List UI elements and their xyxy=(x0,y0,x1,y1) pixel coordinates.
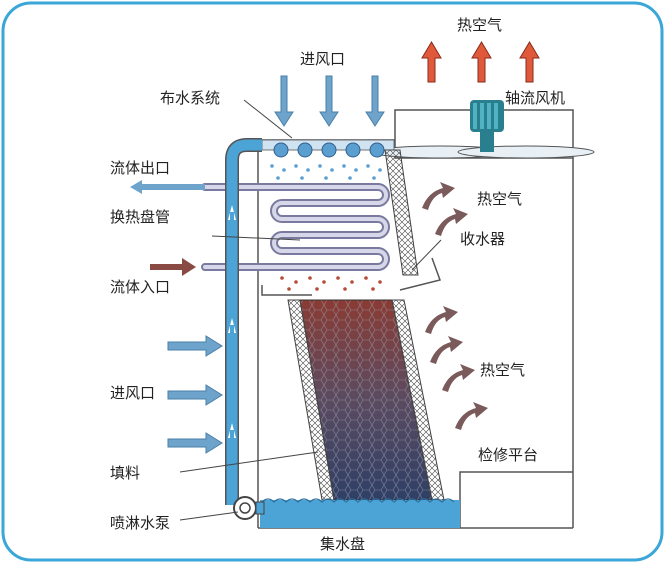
label-fluid-inlet: 流体入口 xyxy=(110,278,170,296)
air-inlet-arrows-side xyxy=(167,335,223,454)
hot-air-arrows-top xyxy=(421,41,540,83)
water-distribution-system xyxy=(261,139,395,158)
axial-fan xyxy=(371,100,595,159)
air-inlet-arrows-top xyxy=(274,75,385,127)
label-service-platform: 检修平台 xyxy=(478,446,538,464)
label-axial-fan: 轴流风机 xyxy=(505,89,565,107)
fluid-outlet-arrow xyxy=(130,180,205,194)
label-hot-air-top: 热空气 xyxy=(457,16,502,34)
label-drift-eliminator: 收水器 xyxy=(460,230,505,248)
label-heat-exchange-coil: 换热盘管 xyxy=(110,208,170,226)
drift-eliminator xyxy=(384,149,419,276)
label-hot-air-low: 热空气 xyxy=(480,361,525,379)
spray-pump xyxy=(233,496,265,520)
label-fluid-outlet: 流体出口 xyxy=(110,159,170,177)
fluid-inlet-arrow xyxy=(150,258,196,276)
water-droplets-warm xyxy=(280,276,382,291)
label-air-inlet-top: 进风口 xyxy=(300,50,345,68)
water-basin xyxy=(260,498,460,528)
spray-water-riser-pipe xyxy=(225,138,262,505)
hot-air-curved-arrows xyxy=(422,182,488,430)
label-air-inlet-side: 进风口 xyxy=(110,384,155,402)
label-water-distribution: 布水系统 xyxy=(160,89,220,107)
label-water-basin: 集水盘 xyxy=(320,535,365,553)
label-spray-pump: 喷淋水泵 xyxy=(110,514,170,532)
label-fill: 填料 xyxy=(110,464,140,482)
leader-lines xyxy=(179,99,442,521)
heat-exchange-coil xyxy=(201,183,390,271)
label-hot-air-mid: 热空气 xyxy=(477,190,522,208)
water-droplets-blue xyxy=(270,164,382,180)
